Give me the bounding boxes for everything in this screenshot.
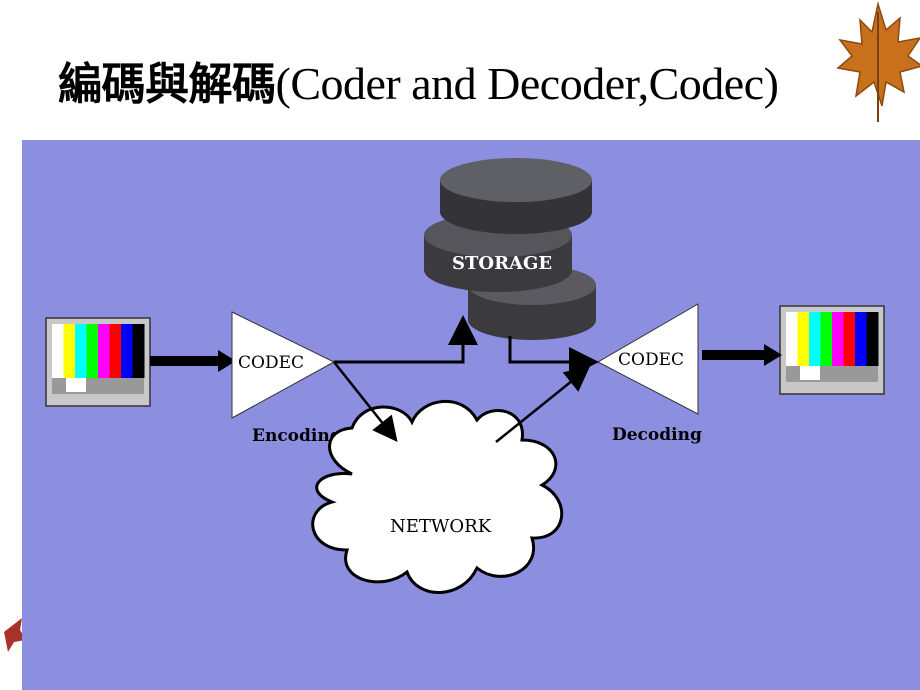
color-bar [63,324,76,378]
color-bar [121,324,133,378]
color-bar [86,324,99,378]
codec-right-label: CODEC [618,350,684,370]
color-bar [820,312,833,366]
encoder-codec [231,311,336,419]
codec-left-label: CODEC [238,353,304,373]
decoding-label: Decoding [612,425,702,445]
color-bar [786,312,798,366]
network-to-decoder-arrow [495,366,590,443]
color-bars-left [52,324,145,378]
output-monitor [779,305,885,395]
color-bar [52,324,64,378]
decoder-to-output-arrow [702,344,782,366]
title-english: (Coder and Decoder,Codec) [275,58,779,109]
storage-to-decoder-arrow [508,336,599,377]
color-bar [832,312,844,366]
network-cloud [311,400,564,594]
network-label: NETWORK [390,516,492,537]
color-bar [75,324,87,378]
encoder-to-network-arrow [333,361,398,442]
color-bar [843,312,856,366]
title-chinese: 編碼與解碼 [58,59,276,110]
source-monitor [45,317,151,407]
color-bar [109,324,122,378]
encoder-to-storage-arrow [334,315,478,364]
color-bar [855,312,867,366]
color-bar [132,324,145,378]
storage-label: STORAGE [452,253,552,274]
encoding-label: Encoding [252,426,342,446]
color-bar [797,312,810,366]
color-bar [866,312,879,366]
color-bars-right [786,312,879,366]
source-to-encoder-arrow [150,350,236,372]
slide-title: 編碼與解碼(Coder and Decoder,Codec) [58,48,779,112]
decoder-codec [596,303,699,415]
color-bar [809,312,821,366]
color-bar [98,324,110,378]
storage-disks [424,158,596,340]
maple-leaf-icon [836,1,920,122]
diagram-svg: CODEC Encoding CODEC Decoding STORAGE [45,158,885,594]
codec-diagram: CODEC Encoding CODEC Decoding STORAGE [22,140,920,690]
